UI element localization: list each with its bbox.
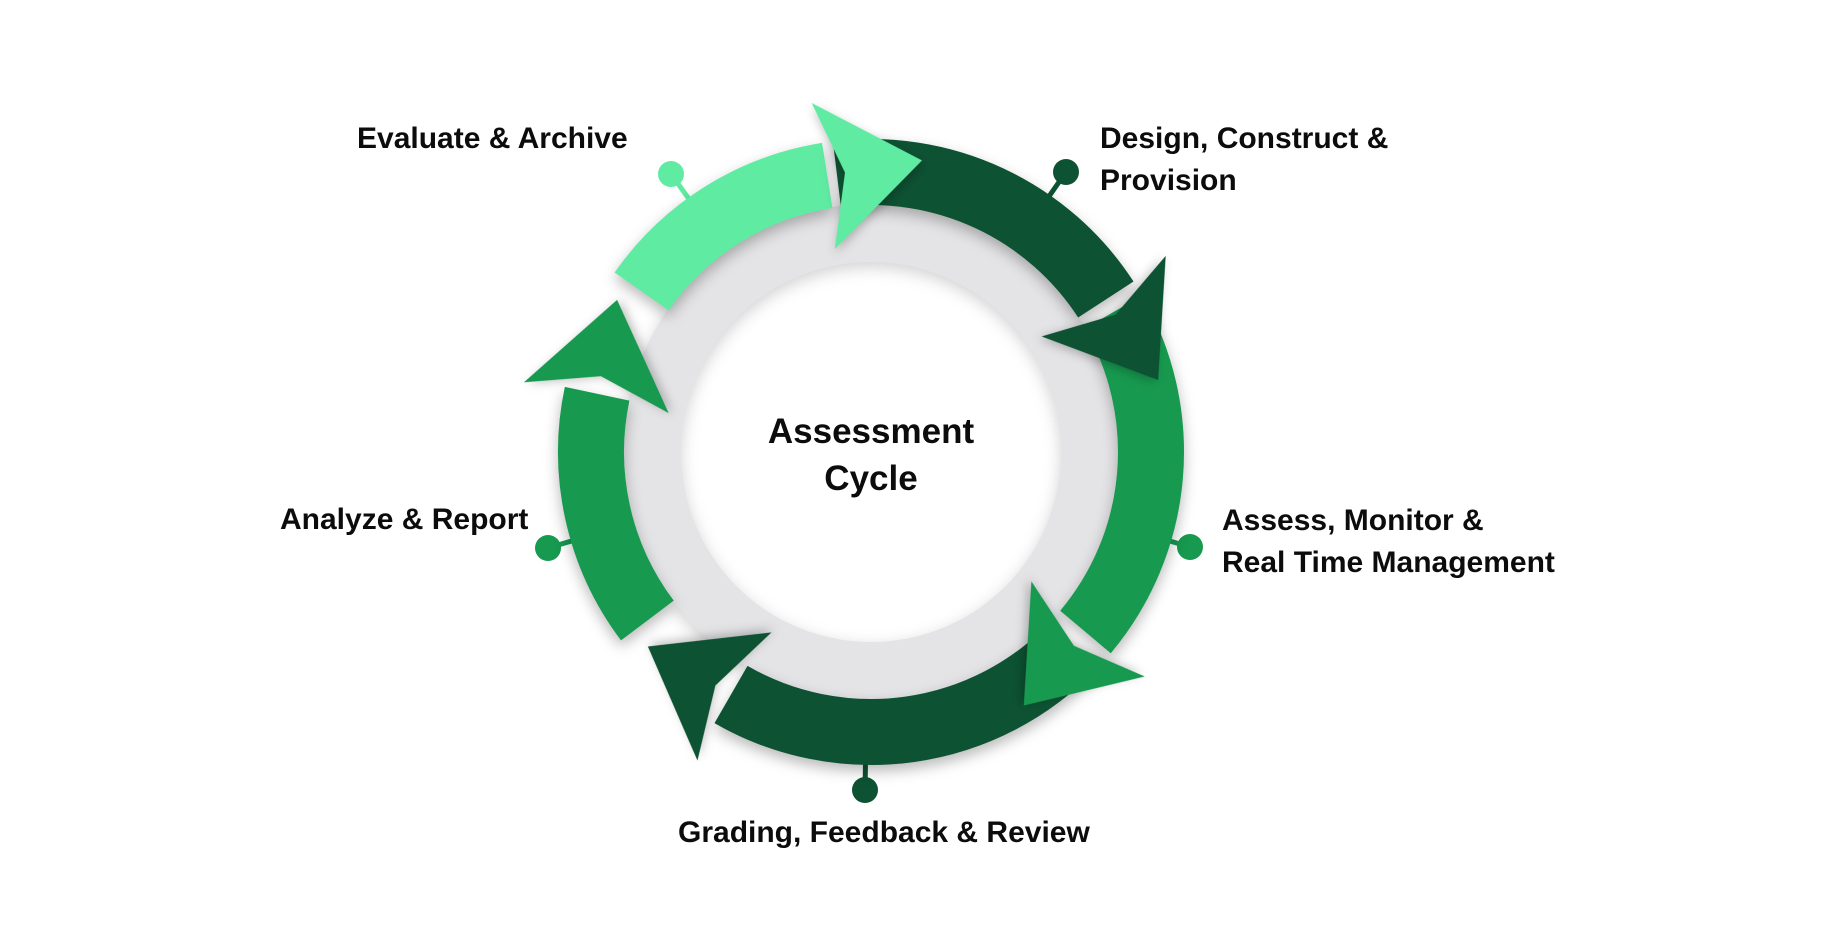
label-analyze-report: Analyze & Report xyxy=(280,499,528,541)
label-evaluate-archive: Evaluate & Archive xyxy=(357,118,628,160)
arrowhead-design-construct-provision xyxy=(1041,255,1166,381)
label-design-construct-provision: Design, Construct & Provision xyxy=(1100,118,1388,202)
inner-gray-ring xyxy=(623,204,1119,700)
label-line: Design, Construct & xyxy=(1100,122,1389,155)
connector-dot-design-construct-provision xyxy=(1053,159,1079,185)
arrowhead-analyze-report xyxy=(523,299,669,414)
segment-arc-analyze-report xyxy=(558,386,675,641)
label-line: Real Time Management xyxy=(1222,546,1555,579)
label-assess-monitor-realtime: Assess, Monitor & Real Time Management xyxy=(1222,500,1555,584)
cycle-title: Assessment Cycle xyxy=(671,408,1071,502)
label-line: Assess, Monitor & xyxy=(1222,504,1484,537)
arrowhead-evaluate-archive xyxy=(811,102,923,250)
connector-dot-grading-feedback-review xyxy=(852,777,878,803)
arrowhead-grading-feedback-review xyxy=(647,632,772,761)
segment-arc-evaluate-archive xyxy=(614,142,833,311)
connector-dot-analyze-report xyxy=(535,535,561,561)
label-line: Evaluate & Archive xyxy=(357,122,628,155)
arrowhead-assess-monitor-realtime xyxy=(1023,581,1145,706)
label-line: Provision xyxy=(1100,164,1237,197)
connector-dot-assess-monitor-realtime xyxy=(1177,534,1203,560)
connector-dot-evaluate-archive xyxy=(658,161,684,187)
label-line: Grading, Feedback & Review xyxy=(678,816,1090,849)
cycle-title-line1: Assessment xyxy=(767,412,975,451)
label-grading-feedback-review: Grading, Feedback & Review xyxy=(678,812,1090,854)
cycle-title-line2: Cycle xyxy=(824,459,918,498)
label-line: Analyze & Report xyxy=(280,503,529,536)
